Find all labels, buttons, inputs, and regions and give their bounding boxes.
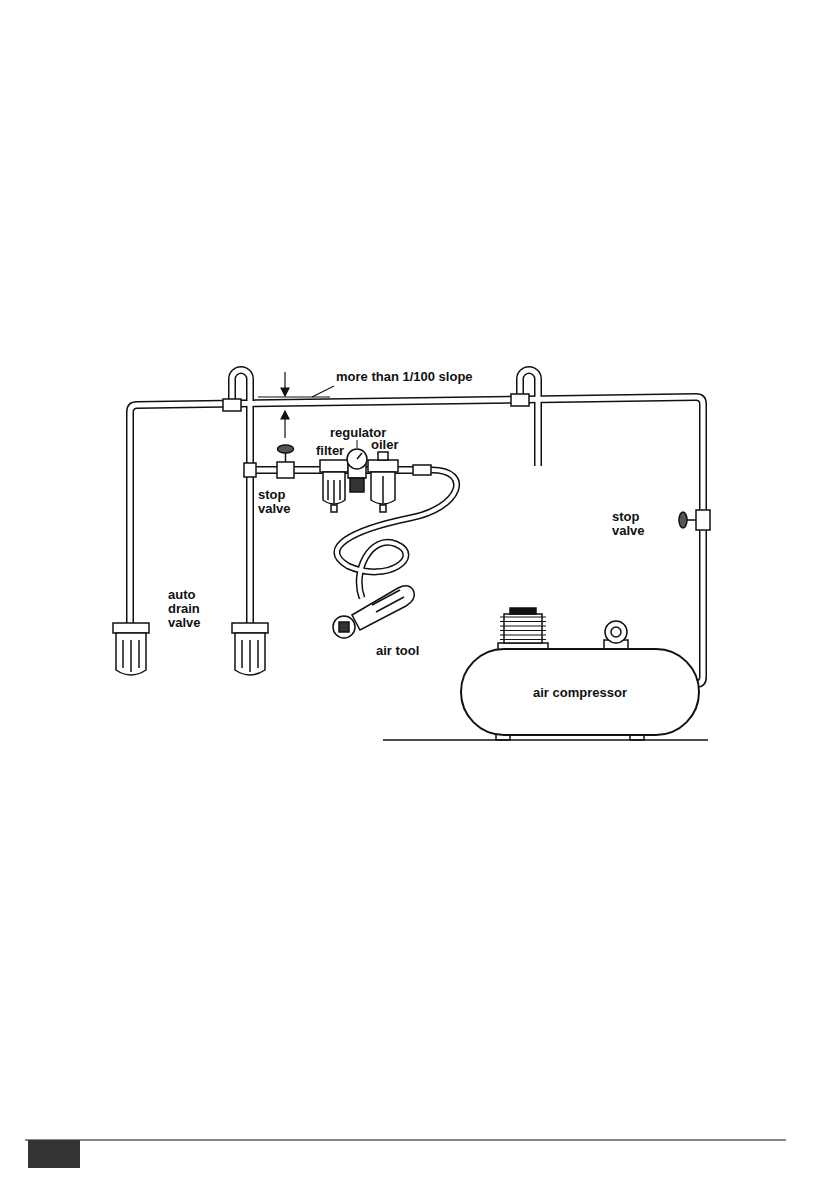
node-label: air compressor [533, 685, 627, 700]
cooling-fin [500, 617, 546, 618]
pipe-tee [244, 463, 256, 477]
cooling-fin [500, 630, 546, 631]
regulator [347, 440, 367, 492]
filter [320, 460, 348, 512]
cooling-fin [500, 621, 546, 622]
hose-coupler [413, 465, 431, 475]
part-label: oiler [371, 438, 398, 452]
pipe-outline [130, 370, 703, 684]
compressor-tank: air compressor [460, 648, 700, 736]
cooling-fin [500, 635, 546, 636]
oiler [368, 452, 398, 512]
part-label: stop valve [258, 488, 291, 516]
pipe-tee [223, 399, 241, 411]
cooling-fin [500, 626, 546, 627]
stop-valve [679, 510, 710, 530]
part-label: air tool [376, 644, 419, 658]
slope-dimension [258, 372, 334, 438]
pipe-inner [130, 370, 703, 684]
auto-drain-valve [232, 623, 268, 675]
pressure-switch [604, 621, 628, 650]
air-tool [333, 586, 414, 638]
part-label: filter [316, 444, 344, 458]
page-number-box [28, 1140, 80, 1168]
cooling-fin [500, 639, 546, 640]
slope-note: more than 1/100 slope [336, 370, 473, 384]
footer-rule [25, 1139, 786, 1140]
stop-valve [277, 445, 294, 478]
hose-inner [337, 470, 457, 598]
floor-line [383, 739, 708, 741]
pipe-tee [511, 394, 529, 406]
auto-drain-valve [113, 623, 149, 675]
part-label: stop valve [612, 510, 645, 538]
compressor-head [498, 608, 548, 651]
hose-outline [337, 470, 457, 598]
part-label: auto drain valve [168, 588, 201, 630]
